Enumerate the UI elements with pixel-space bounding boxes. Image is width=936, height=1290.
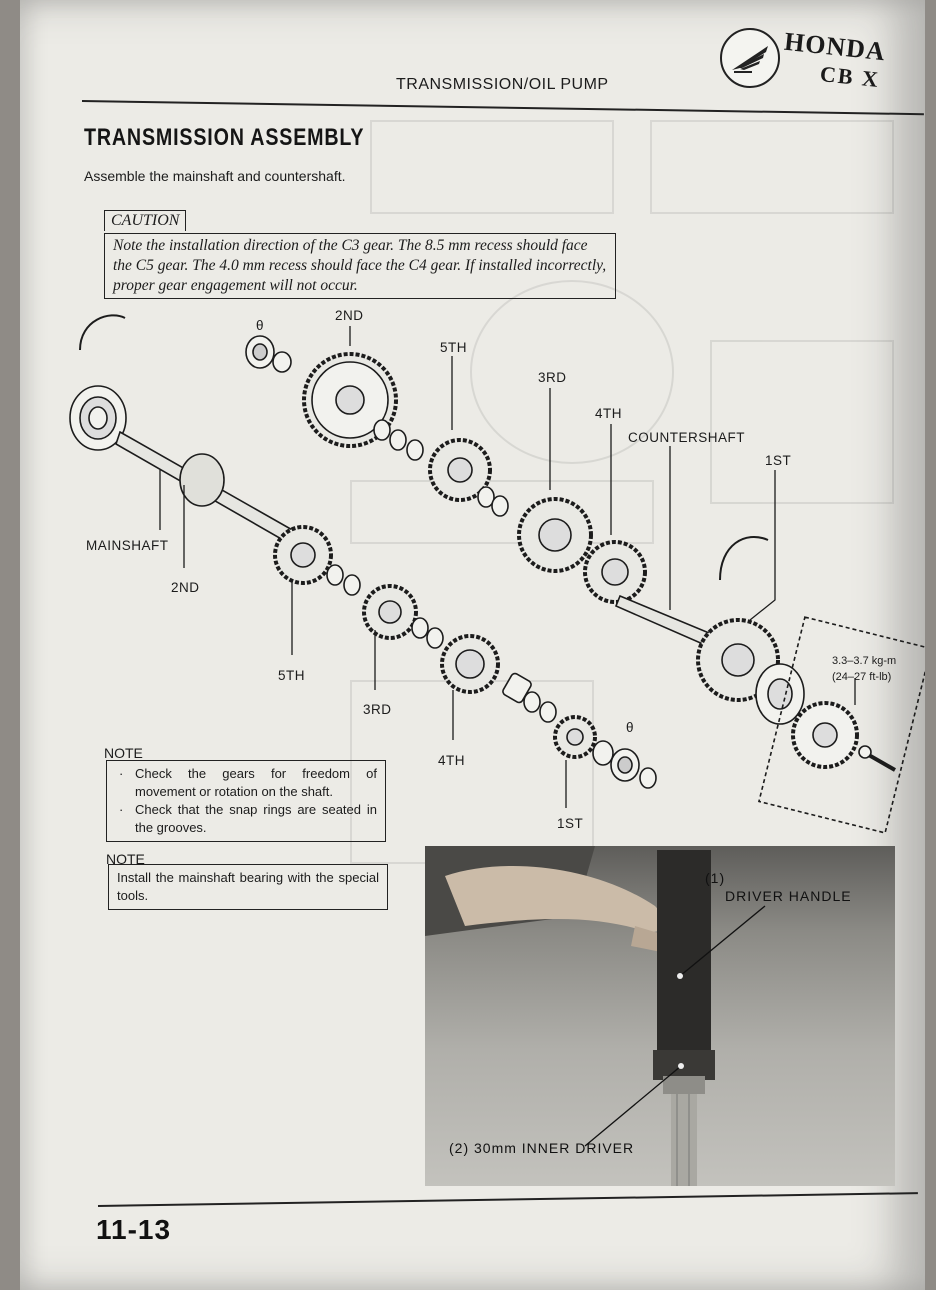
label-main-1st: 1ST bbox=[557, 816, 583, 831]
manual-page: HONDA CB X TRANSMISSION/OIL PUMP TRANSMI… bbox=[20, 0, 925, 1290]
leader-lines bbox=[159, 326, 856, 808]
label-counter-2nd: 2ND bbox=[335, 308, 364, 323]
counter-5th-gear bbox=[428, 438, 492, 502]
label-theta-top: θ bbox=[256, 318, 264, 333]
countershaft bbox=[614, 594, 752, 664]
page-number: 11-13 bbox=[96, 1214, 172, 1245]
wing-icon bbox=[732, 46, 768, 73]
footer-rule bbox=[97, 1192, 918, 1207]
label-theta-bottom: θ bbox=[626, 720, 634, 735]
note2-label: NOTE bbox=[106, 851, 145, 867]
needle-bearing-top bbox=[245, 335, 292, 373]
mainshaft-bearing bbox=[69, 385, 127, 451]
photo-illustration bbox=[425, 846, 766, 1186]
drive-sprocket bbox=[757, 616, 925, 834]
driver-handle-photo: (1) DRIVER HANDLE (2) 30mm INNER DRIVER bbox=[425, 846, 895, 1186]
intro-text: Assemble the mainshaft and countershaft. bbox=[84, 168, 346, 184]
bleed-through bbox=[350, 40, 910, 864]
counter-4th-gear bbox=[583, 540, 647, 604]
main-5th-gear bbox=[273, 525, 333, 585]
label-main-3rd: 3RD bbox=[363, 702, 392, 717]
label-torque-ftlb: (24–27 ft-lb) bbox=[832, 671, 891, 683]
model-name: CB X bbox=[818, 60, 882, 93]
main-4th-gear bbox=[440, 634, 500, 694]
counter-3rd-gear bbox=[517, 497, 593, 573]
label-counter-1st: 1ST bbox=[765, 453, 791, 468]
counter-2nd-gear bbox=[302, 352, 398, 448]
section-header: TRANSMISSION/OIL PUMP bbox=[396, 76, 609, 93]
note1-item: Check the gears for freedom of movement … bbox=[119, 765, 377, 801]
photo-label-inner-driver: (2) 30mm INNER DRIVER bbox=[449, 1140, 635, 1156]
header-rule bbox=[81, 100, 924, 116]
label-countershaft: COUNTERSHAFT bbox=[628, 430, 745, 445]
snap-ring-right bbox=[719, 535, 769, 581]
label-main-5th: 5TH bbox=[278, 668, 305, 683]
caution-label: CAUTION bbox=[104, 210, 187, 231]
honda-logo: HONDA CB X bbox=[720, 26, 920, 98]
mainshaft bbox=[115, 430, 312, 554]
label-counter-3rd: 3RD bbox=[538, 370, 567, 385]
photo-label-1-num: (1) bbox=[705, 870, 726, 886]
main-1st-gear bbox=[553, 715, 597, 759]
honda-wing-badge bbox=[720, 28, 780, 88]
label-mainshaft: MAINSHAFT bbox=[86, 538, 169, 553]
photo-label-driver-handle: DRIVER HANDLE bbox=[725, 888, 852, 904]
note1-box: Check the gears for freedom of movement … bbox=[106, 760, 386, 842]
brand-name: HONDA bbox=[782, 26, 888, 67]
page-title: TRANSMISSION ASSEMBLY bbox=[84, 124, 365, 151]
note2-box: Install the mainshaft bearing with the s… bbox=[108, 864, 388, 910]
label-torque-kgm: 3.3–3.7 kg-m bbox=[832, 655, 896, 667]
label-main-2nd: 2ND bbox=[171, 580, 200, 595]
countershaft-bearing bbox=[755, 663, 805, 725]
snap-ring-top bbox=[79, 314, 126, 351]
label-counter-5th: 5TH bbox=[440, 340, 467, 355]
label-counter-4th: 4TH bbox=[595, 406, 622, 421]
note1-item: Check that the snap rings are seated in … bbox=[119, 801, 377, 837]
counter-1st-gear bbox=[696, 618, 780, 702]
needle-bearing-bottom bbox=[610, 748, 640, 782]
caution-box: Note the installation direction of the C… bbox=[104, 233, 616, 299]
main-3rd-gear bbox=[362, 584, 418, 640]
label-main-4th: 4TH bbox=[438, 753, 465, 768]
note1-label: NOTE bbox=[104, 745, 143, 761]
